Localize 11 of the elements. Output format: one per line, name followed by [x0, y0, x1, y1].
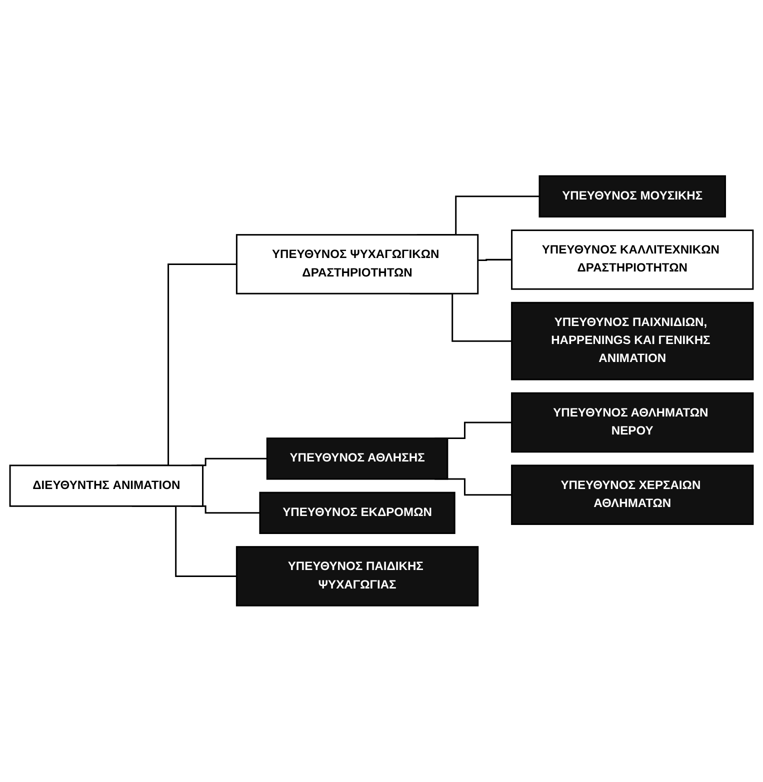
node-box: ΔΙΕΥΘΥΝΤΗΣ ANIMATION — [9, 464, 204, 508]
node-box: ΥΠΕΥΘΥΝΟΣ ΧΕΡΣΑΙΩΝ ΑΘΛΗΜΑΤΩΝ — [511, 464, 754, 526]
node-box: ΥΠΕΥΘΥΝΟΣ ΜΟΥΣΙΚΗΣ — [538, 175, 726, 218]
node-box: ΥΠΕΥΘΥΝΟΣ ΕΚΔΡΟΜΩΝ — [259, 492, 456, 534]
node-box: ΥΠΕΥΘΥΝΟΣ ΑΘΛΗΜΑΤΩΝ ΝΕΡΟΥ — [511, 392, 754, 453]
connector — [478, 259, 512, 262]
node-box: ΥΠΕΥΘΥΝΟΣ ΠΑΙΧΝΙΔΙΩΝ, HAPPENINGS ΚΑΙ ΓΕΝΙΚΗΣ ANIMATION — [511, 302, 754, 380]
node-box: ΥΠΕΥΘΥΝΟΣ ΑΘΛΗΣΗΣ — [266, 438, 448, 480]
node-box: ΥΠΕΥΘΥΝΟΣ ΠΑΙΔΙΚΗΣ ΨΥΧΑΓΩΓΙΑΣ — [236, 546, 479, 607]
node-box: ΥΠΕΥΘΥΝΟΣ ΚΑΛΛΙΤΕΧΝΙΚΩΝ ΔΡΑΣΤΗΡΙΟΤΗΤΩΝ — [511, 230, 754, 290]
node-box: ΥΠΕΥΘΥΝΟΣ ΨΥΧΑΓΩΓΙΚΩΝ ΔΡΑΣΤΗΡΙΟΤΗΤΩΝ — [236, 234, 479, 295]
